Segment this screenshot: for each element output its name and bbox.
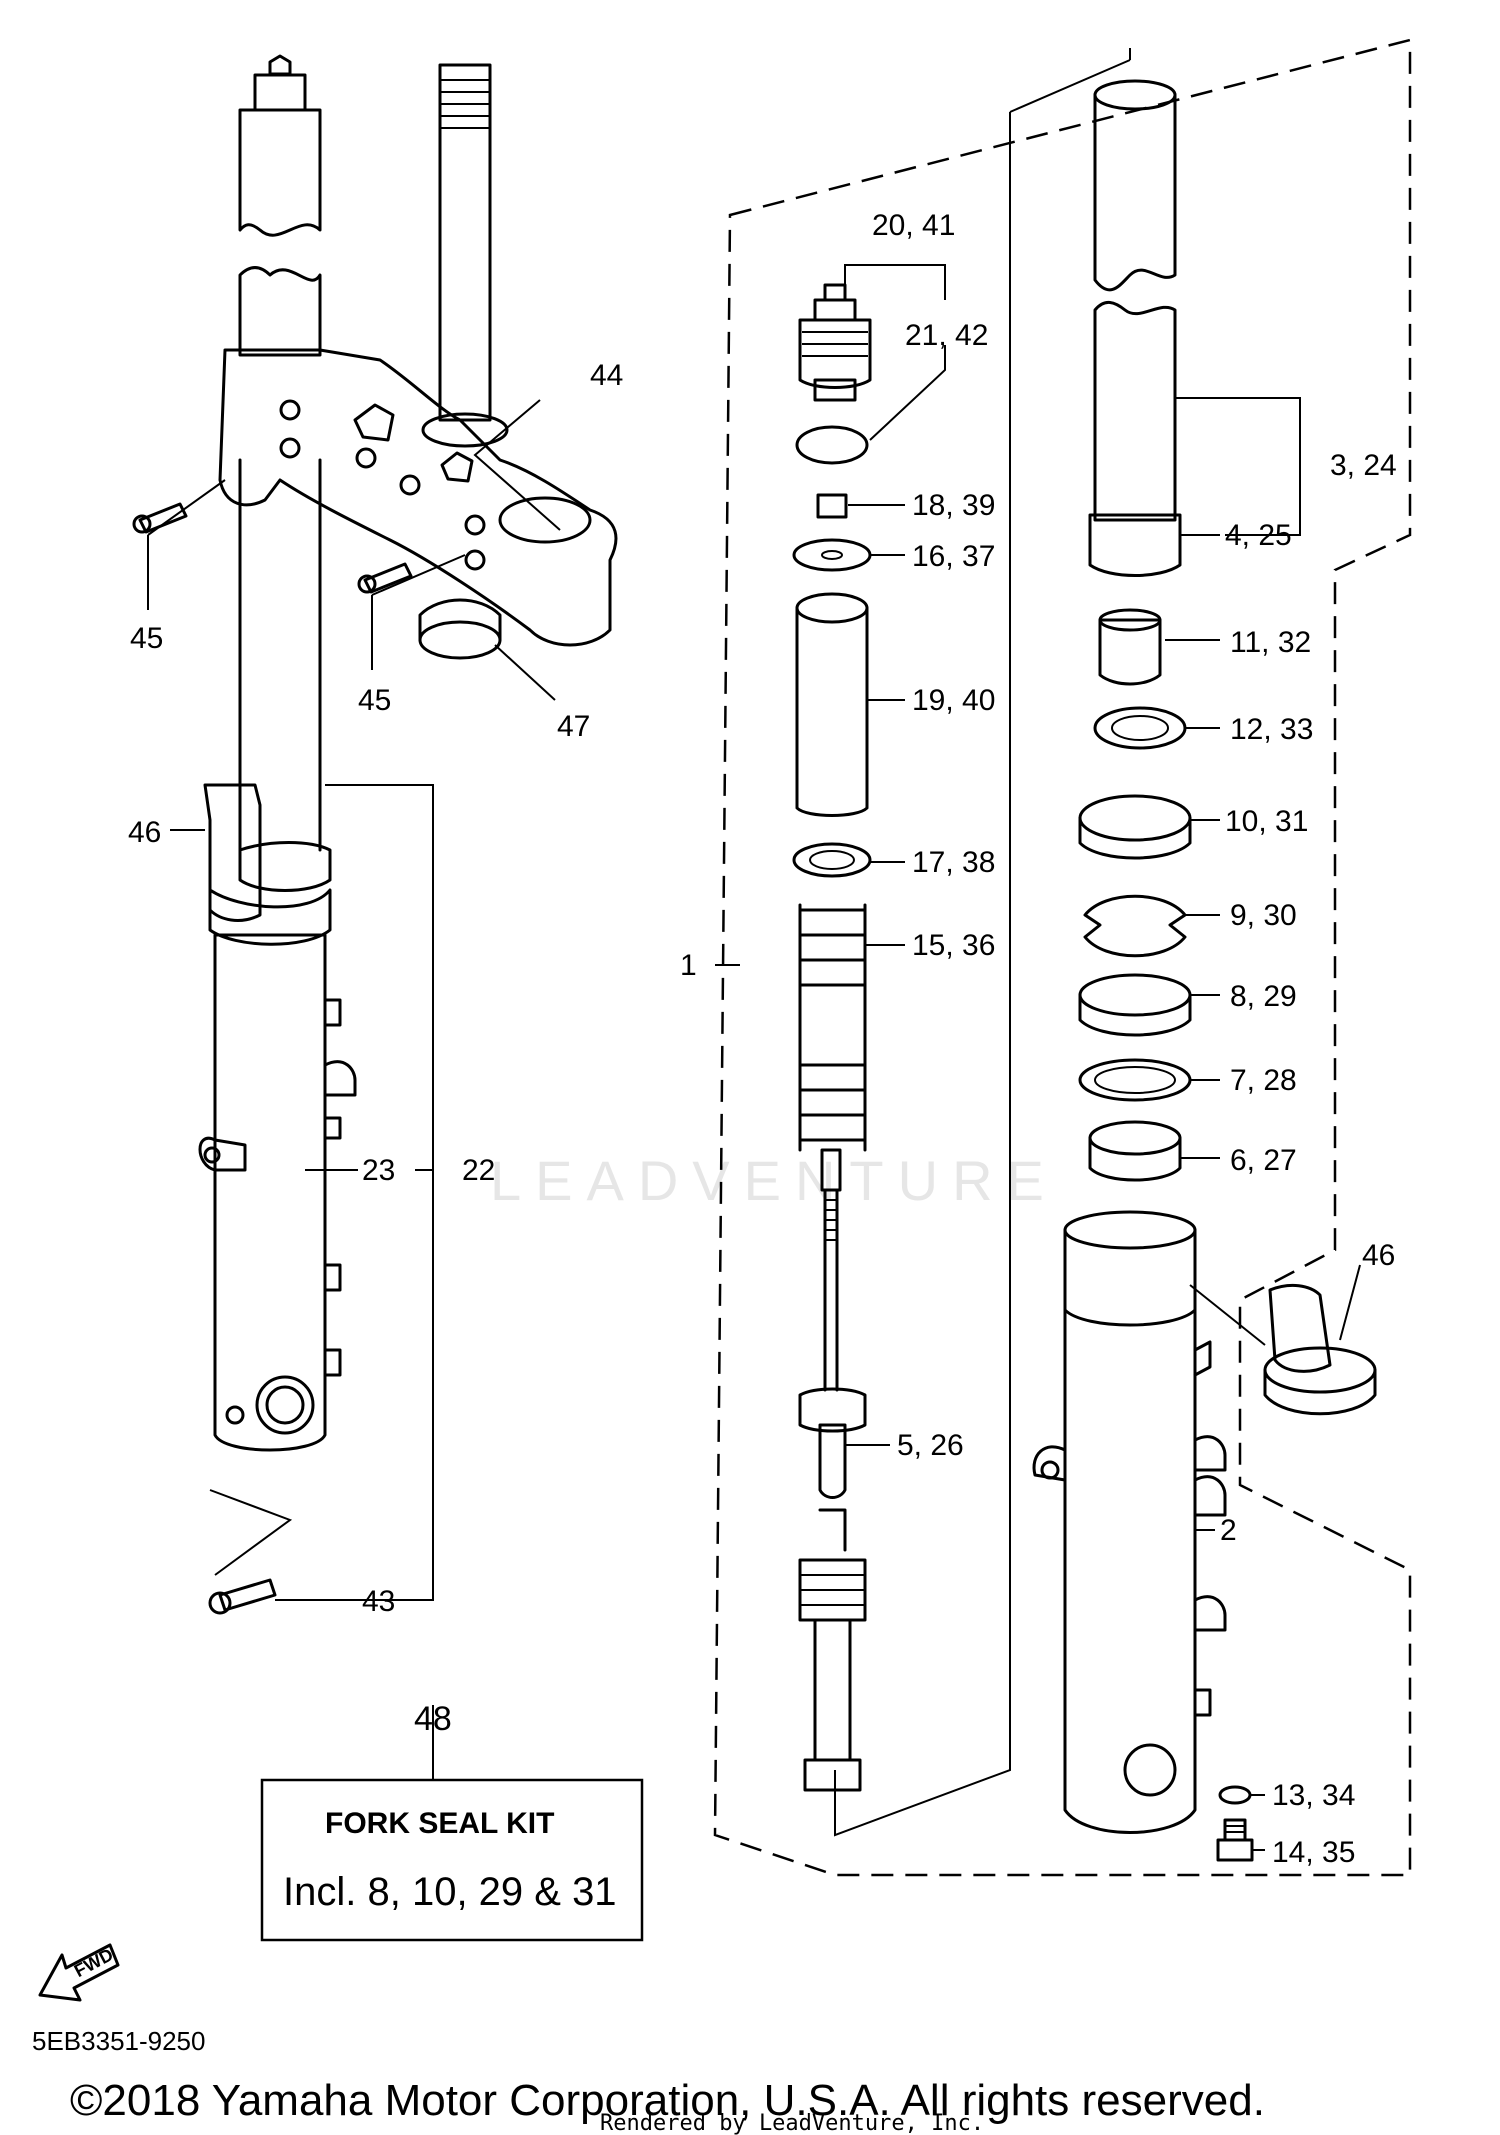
label-17-38: 17, 38 <box>912 846 995 879</box>
label-3-24: 3, 24 <box>1330 449 1397 482</box>
kit-includes: Incl. 8, 10, 29 & 31 <box>283 1870 617 1914</box>
label-8-29: 8, 29 <box>1230 980 1297 1013</box>
diagram-code: 5EB3351-9250 <box>32 2026 205 2056</box>
label-9-30: 9, 30 <box>1230 899 1297 932</box>
label-2: 2 <box>1220 1514 1237 1547</box>
label-5-26: 5, 26 <box>897 1429 964 1462</box>
label-44: 44 <box>590 359 623 392</box>
right-fork-assembly <box>1032 79 1377 1862</box>
label-13-34: 13, 34 <box>1272 1779 1355 1812</box>
label-6-27: 6, 27 <box>1230 1144 1297 1177</box>
rendered-by-text: Rendered by LeadVenture, Inc. <box>600 2111 984 2135</box>
label-15-36: 15, 36 <box>912 929 995 962</box>
kit-1-dashed-outline <box>713 38 1412 1877</box>
label-23: 23 <box>362 1154 395 1187</box>
label-47: 47 <box>557 710 590 743</box>
damper-rod-assembly <box>792 283 872 1792</box>
label-48: 48 <box>414 1700 452 1738</box>
label-11-32: 11, 32 <box>1230 626 1311 659</box>
label-45-left: 45 <box>130 622 163 655</box>
label-7-28: 7, 28 <box>1230 1064 1297 1097</box>
label-20-41: 20, 41 <box>872 209 955 242</box>
label-10-31: 10, 31 <box>1225 805 1308 838</box>
label-22: 22 <box>462 1154 495 1187</box>
label-21-42: 21, 42 <box>905 319 988 352</box>
copyright-text: ©2018 Yamaha Motor Corporation, U.S.A. A… <box>70 2076 1265 2125</box>
label-18-39: 18, 39 <box>912 489 995 522</box>
left-fork-assembly <box>132 54 618 1615</box>
label-4-25: 4, 25 <box>1225 519 1292 552</box>
label-46-right: 46 <box>1362 1239 1395 1272</box>
label-14-35: 14, 35 <box>1272 1836 1355 1869</box>
label-16-37: 16, 37 <box>912 540 995 573</box>
label-45-right: 45 <box>358 684 391 717</box>
label-1: 1 <box>680 949 697 982</box>
fork-seal-kit-box: FORK SEAL KIT Incl. 8, 10, 29 & 31 <box>260 1778 644 1942</box>
label-19-40: 19, 40 <box>912 684 995 717</box>
leader-lines <box>147 264 1361 1851</box>
label-43: 43 <box>362 1585 395 1618</box>
label-12-33: 12, 33 <box>1230 713 1313 746</box>
part-labels: 20, 41 21, 42 18, 39 16, 37 19, 40 17, 3… <box>128 209 1397 1869</box>
watermark: LEADVENTURE <box>490 1149 1058 1212</box>
fwd-arrow-icon: FWD <box>38 1943 120 2002</box>
label-46-left: 46 <box>128 816 161 849</box>
kit-title: FORK SEAL KIT <box>325 1807 554 1840</box>
